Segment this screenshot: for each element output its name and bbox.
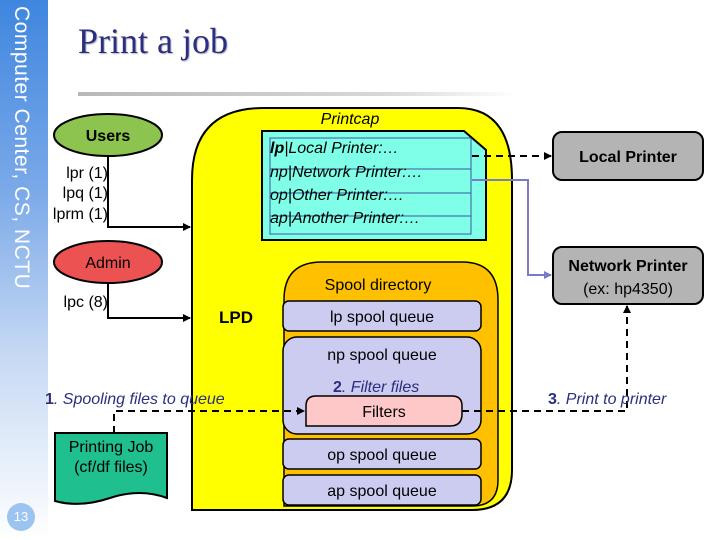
spool-queue-ap — [282, 474, 482, 506]
printcap-table — [269, 137, 472, 235]
local-printer — [552, 131, 704, 181]
printcap-entry-desc: Local Printer:… — [288, 140, 398, 157]
users-command: lpq (1) — [63, 185, 108, 202]
printcap-entry-name: op — [270, 187, 288, 204]
step-3-text: . Print to printer — [557, 391, 667, 408]
spool-queue-np-label: np spool queue — [327, 347, 437, 364]
network-printer-sublabel: (ex: hp4350) — [583, 281, 673, 298]
users-command: lprm (1) — [53, 206, 108, 223]
users-label: Users — [86, 128, 131, 145]
job-to-queue-arrow — [113, 407, 305, 433]
printcap-title: Printcap — [321, 111, 380, 128]
spool-queue-op — [282, 438, 482, 470]
step-2-label: 2. Filter files — [333, 379, 419, 396]
printcap-entry: op|Other Printer:… — [270, 187, 404, 204]
printcap-entry-desc: Other Printer:… — [292, 187, 404, 204]
title-divider — [78, 92, 518, 96]
printcap-to-network-arrow — [472, 179, 552, 279]
printcap-entry-name: np — [270, 164, 288, 181]
admin-command: lpc (8) — [64, 294, 108, 311]
printcap-entry-desc: Network Printer:… — [292, 164, 423, 181]
local-printer-label: Local Printer — [579, 149, 677, 166]
network-printer — [552, 246, 704, 305]
filters-box — [305, 395, 463, 427]
filters-to-network-arrow — [462, 305, 631, 412]
step-1-number: 1 — [45, 391, 54, 408]
page-title: Print a job — [78, 21, 228, 61]
printcap-document — [261, 130, 487, 241]
printcap-entry: lp|Local Printer:… — [270, 140, 399, 157]
spool-queue-lp — [282, 300, 482, 332]
network-printer-label: Network Printer — [568, 258, 687, 275]
filters-label: Filters — [362, 404, 406, 421]
admin-arrow — [107, 283, 191, 322]
spool-queue-lp-label: lp spool queue — [330, 309, 434, 326]
step-1-label: 1. Spooling files to queue — [45, 391, 225, 408]
printing-job-document — [54, 432, 168, 505]
users-command: lpr (1) — [66, 165, 108, 182]
spool-queue-ap-label: ap spool queue — [327, 483, 437, 500]
printcap-entry-desc: Another Printer:… — [291, 210, 420, 227]
step-1-text: . Spooling files to queue — [54, 391, 225, 408]
printing-job-line2: (cf/df files) — [74, 459, 148, 476]
step-2-text: . Filter files — [342, 379, 419, 396]
spool-queue-op-label: op spool queue — [327, 447, 437, 464]
users-arrow — [107, 156, 191, 231]
sidebar: Computer Center, CS, NCTU 13 — [0, 0, 48, 540]
page-number: 13 — [7, 503, 35, 531]
printcap-entry: ap|Another Printer:… — [270, 210, 420, 227]
step-3-number: 3 — [548, 391, 557, 408]
step-2-number: 2 — [333, 379, 342, 396]
sidebar-label: Computer Center, CS, NCTU — [10, 6, 33, 290]
spool-directory-title: Spool directory — [325, 277, 432, 294]
printcap-entry: np|Network Printer:… — [270, 164, 423, 181]
printcap-entry-name: ap — [270, 210, 288, 227]
printcap-entry-name: lp — [270, 140, 284, 157]
step-3-label: 3. Print to printer — [548, 391, 667, 408]
admin-label: Admin — [85, 255, 130, 272]
printing-job-line1: Printing Job — [69, 439, 154, 456]
lpd-label: LPD — [219, 308, 253, 327]
